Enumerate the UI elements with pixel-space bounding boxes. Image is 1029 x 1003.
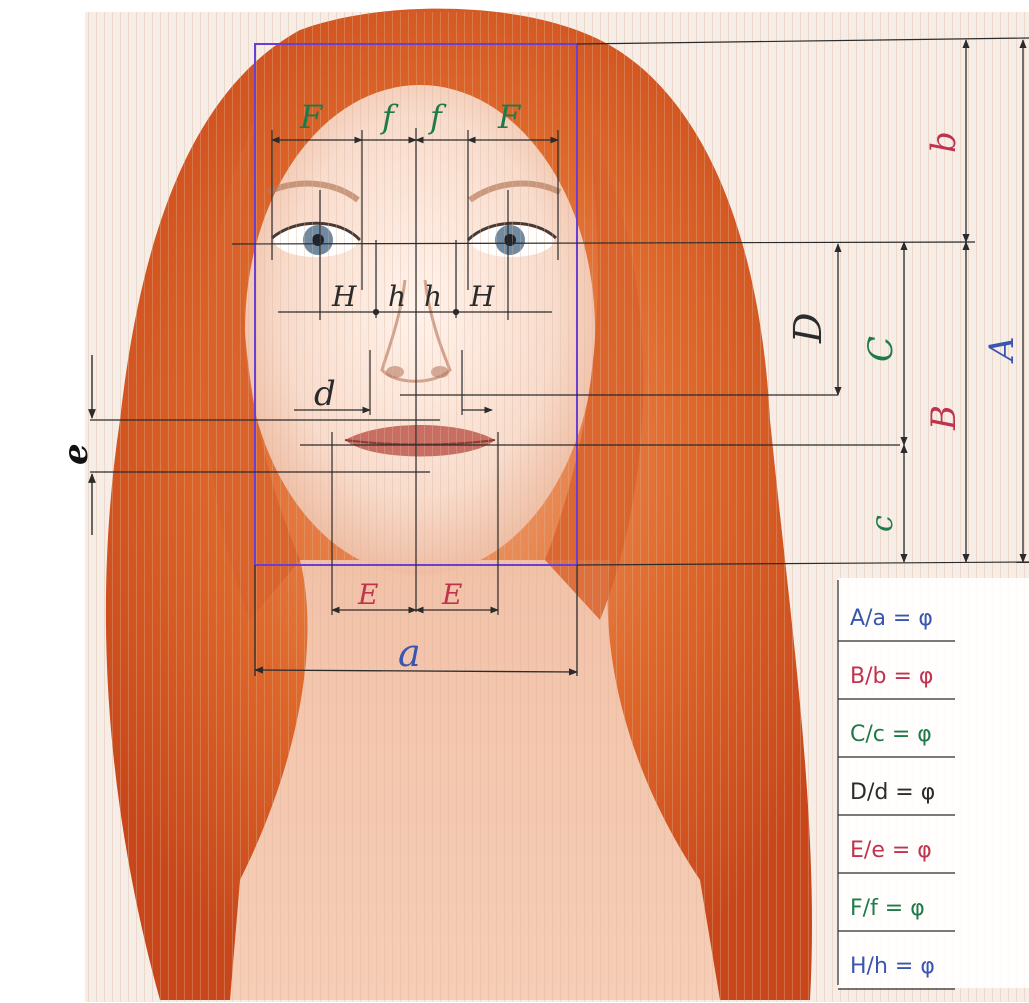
label-c: c [865,515,900,532]
label-E-left: E [357,578,378,611]
label-h-right: h [424,280,442,313]
label-A: A [982,336,1022,364]
ratio-formula-table: A/a = φ B/b = φ C/c = φ D/d = φ E/e = φ F/f =… [838,578,1029,989]
formula-text: A/a = φ [850,606,933,631]
label-C: C [861,336,901,362]
label-F-left: F [299,98,324,136]
label-H-right: H [469,280,495,313]
label-b: b [924,131,964,153]
label-d: d [314,374,336,414]
label-D: D [786,313,830,344]
label-H-left: H [331,280,357,313]
label-e: e [56,443,96,465]
label-a: a [398,631,421,675]
label-h-left: h [388,280,406,313]
label-B: B [924,405,964,431]
formula-text: E/e = φ [850,838,932,863]
label-E-right: E [441,578,462,611]
formula-text: B/b = φ [850,664,933,689]
formula-text: D/d = φ [850,780,935,805]
formula-text: C/c = φ [850,722,932,747]
formula-text: H/h = φ [850,954,935,979]
formula-text: F/f = φ [850,896,925,921]
label-F-right: F [497,98,522,136]
